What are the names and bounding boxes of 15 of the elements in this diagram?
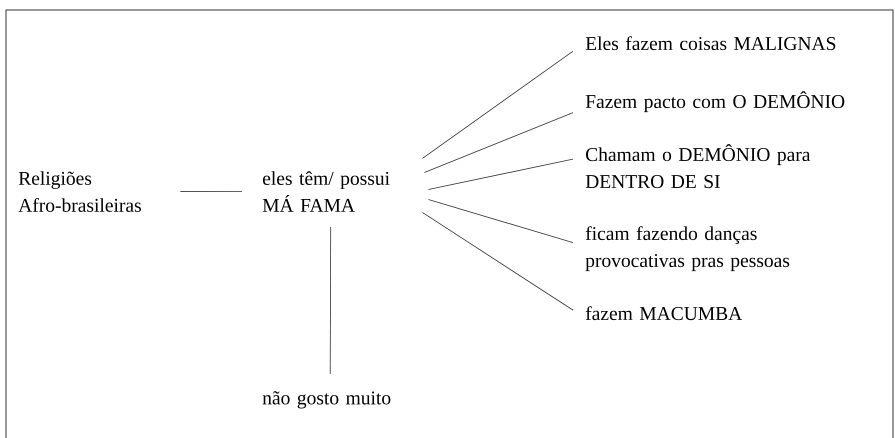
connector-line — [330, 226, 332, 374]
text-label: Fazem pacto com O DEMÔNIO — [586, 91, 844, 112]
text-label: Eles fazem coisas MALIGNAS — [586, 36, 836, 50]
text-label: Chamam o DEMÔNIO para DENTRO DE SI — [586, 144, 810, 188]
connector-line — [180, 191, 242, 192]
text-label: Religiões Afro-brasileiras — [18, 171, 141, 212]
text-label: não gosto muito — [262, 391, 390, 409]
text-label: ficam fazendo danças provocativas pras pessoas — [586, 226, 790, 272]
connector-line — [422, 50, 574, 159]
connector-line — [422, 212, 574, 311]
connector-line — [428, 199, 574, 244]
text-label: fazem MACUMBA — [586, 306, 742, 320]
connector-line — [424, 112, 574, 173]
text-label: eles têm/ possui MÁ FAMA — [262, 171, 390, 212]
connector-line — [428, 158, 574, 190]
